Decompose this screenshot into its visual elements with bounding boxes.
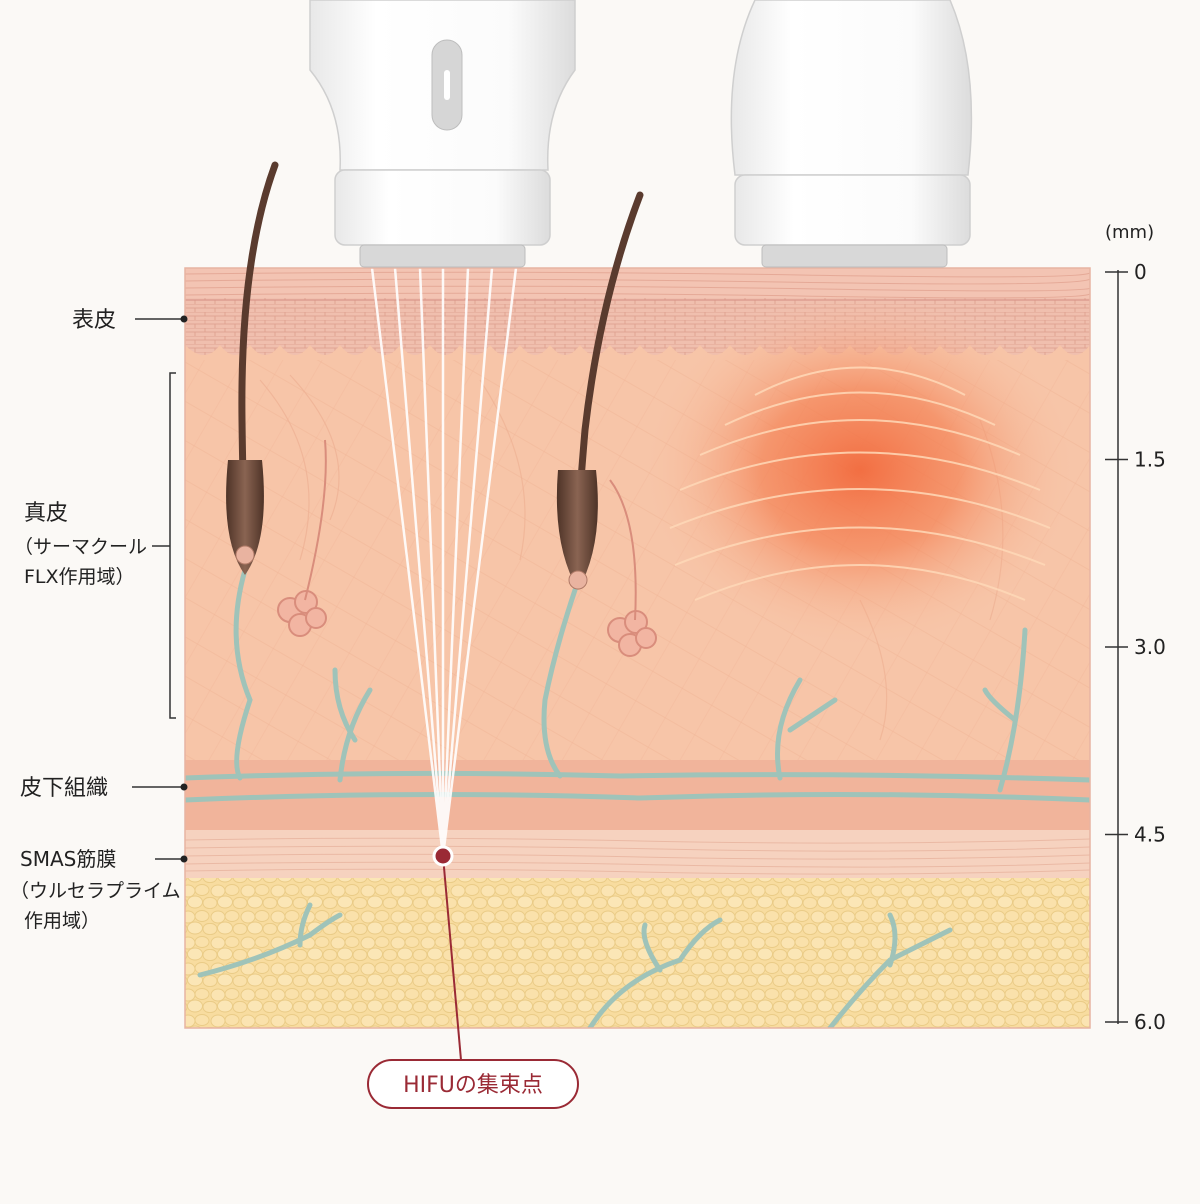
label-smas-text: SMAS筋膜: [20, 847, 116, 871]
label-dermis-note-2: FLX作用域）: [24, 566, 135, 588]
label-dermis-note-1: （サーマクール: [14, 536, 147, 558]
blood-vessels: [185, 567, 1090, 1028]
skin-block: [185, 268, 1090, 1028]
label-epidermis: 表皮: [72, 308, 188, 333]
focal-point-marker: [432, 845, 454, 867]
fat-layer: [185, 878, 1090, 1028]
label-smas-note-2: 作用域）: [24, 910, 100, 932]
label-smas-note-1: （ウルセラプライム: [10, 880, 181, 902]
depth-tick-label: 6.0: [1134, 1010, 1166, 1034]
focal-point-callout-text: HIFUの集束点: [403, 1073, 543, 1098]
hair-follicle-right: [556, 191, 644, 590]
depth-tick-label: 4.5: [1134, 823, 1166, 847]
depth-scale: (mm) 0 1.5 3.0 4.5 6.0: [1105, 222, 1166, 1034]
depth-tick-label: 1.5: [1134, 448, 1166, 472]
label-dermis: 真皮 （サーマクール FLX作用域）: [14, 372, 176, 719]
thermage-device: [730, 0, 973, 268]
label-smas: SMAS筋膜 （ウルセラプライム 作用域）: [10, 847, 188, 932]
focal-point-callout: HIFUの集束点: [367, 1059, 579, 1109]
depth-scale-unit: (mm): [1105, 222, 1154, 243]
heat-zone: [640, 290, 1080, 650]
hifu-beams: [370, 268, 518, 857]
sweat-glands: [277, 439, 657, 657]
label-dermis-text: 真皮: [24, 501, 68, 526]
hifu-device: [309, 0, 576, 268]
label-subcutaneous: 皮下組織: [20, 776, 188, 801]
hifu-focal-point: [432, 845, 462, 1061]
label-subcutaneous-text: 皮下組織: [20, 776, 108, 801]
label-epidermis-text: 表皮: [72, 308, 116, 333]
depth-tick-label: 0: [1134, 260, 1147, 284]
hair-follicle-left: [226, 161, 279, 575]
depth-tick-label: 3.0: [1134, 635, 1166, 659]
